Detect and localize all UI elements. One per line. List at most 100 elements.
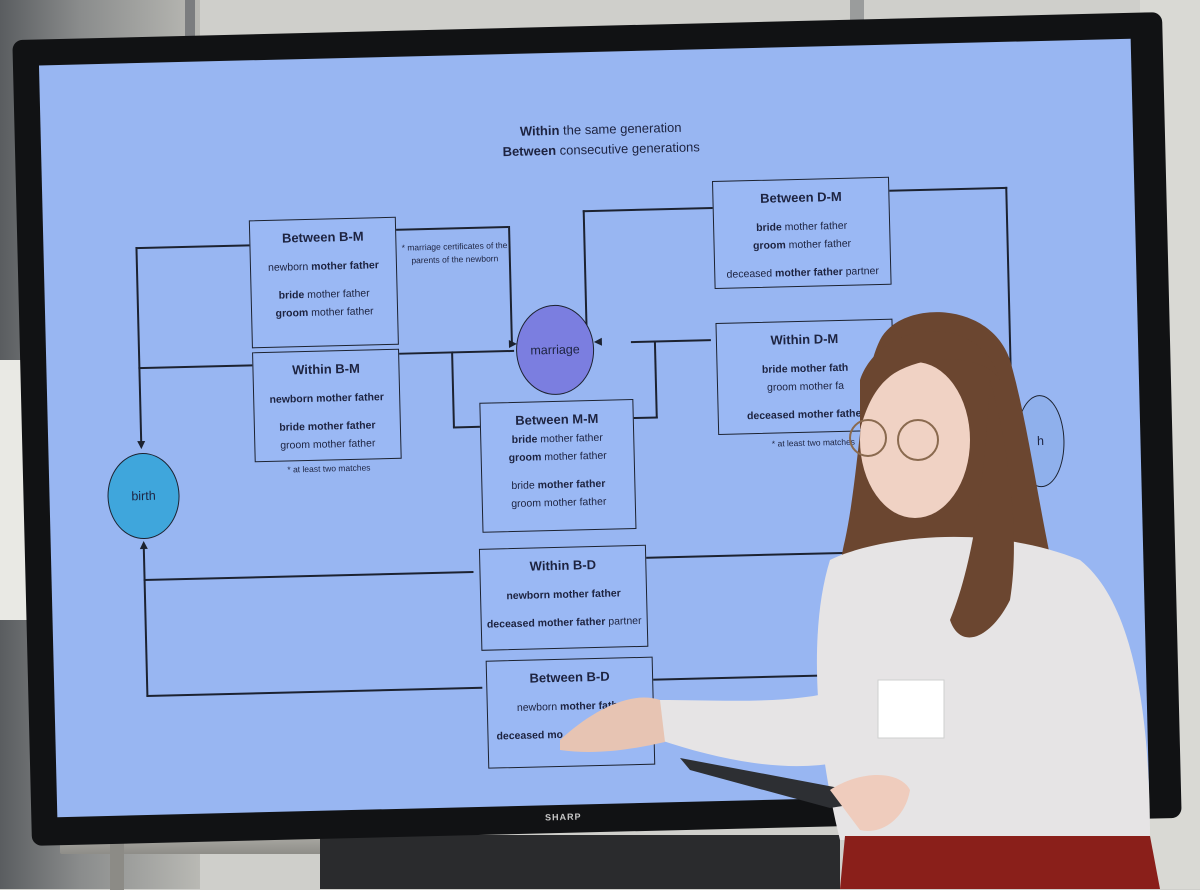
box-between-dm: Between D-M bride mother father groom mo… bbox=[712, 176, 892, 290]
cell: father bbox=[346, 305, 374, 319]
arrow-down-icon bbox=[137, 440, 146, 450]
cell: bride bbox=[511, 479, 535, 493]
note-two-matches-left: * at least two matches bbox=[287, 462, 371, 475]
cell: father bbox=[579, 449, 607, 463]
cell: groom bbox=[508, 451, 542, 465]
connector-line bbox=[142, 547, 149, 698]
cell: mother bbox=[788, 238, 822, 252]
marriage-node-label: marriage bbox=[530, 342, 580, 358]
cell: father bbox=[824, 237, 852, 251]
connector-line bbox=[630, 339, 711, 344]
connector-line bbox=[451, 351, 455, 428]
cell: mother bbox=[316, 391, 352, 405]
cell: groom bbox=[752, 239, 786, 253]
box-row: deceased mo bbox=[488, 727, 653, 743]
box-within-bd: Within B-D newborn mother father decease… bbox=[478, 544, 649, 651]
connector-line bbox=[143, 570, 474, 582]
cell: mother bbox=[540, 432, 574, 446]
cell: bride bbox=[279, 421, 306, 434]
cell: newborn bbox=[269, 392, 314, 406]
cell: partner bbox=[845, 264, 880, 278]
tv-brand-logo: SHARP bbox=[544, 811, 582, 823]
box-row: groom mother father bbox=[252, 305, 397, 321]
connector-line bbox=[452, 425, 481, 429]
cell: mother bbox=[544, 450, 578, 464]
box-within-bm: Within B-M newborn mother father bride m… bbox=[252, 348, 402, 463]
cell: mother bbox=[784, 220, 818, 234]
cell: fa bbox=[835, 379, 845, 393]
cell: deceased mo bbox=[496, 728, 564, 743]
cell: mother bbox=[799, 380, 833, 393]
connector-line bbox=[135, 247, 143, 448]
cell: father bbox=[342, 287, 370, 301]
cell: mother father bbox=[774, 265, 843, 280]
connector-line bbox=[650, 673, 851, 681]
connector-line bbox=[632, 416, 658, 420]
cell: father bbox=[576, 477, 606, 491]
note-two-matches-right: * at least two matches bbox=[771, 436, 856, 449]
death-node: h bbox=[1015, 394, 1066, 488]
box-row: bride mother father bbox=[255, 419, 400, 435]
cell: father bbox=[579, 495, 607, 509]
box-within-dm: Within D-M bride mother fath groom mothe… bbox=[715, 318, 896, 435]
note-marriage-certificates: * marriage certificates of the parents o… bbox=[401, 240, 508, 266]
cell: deceased bbox=[726, 267, 773, 281]
title-line-1-rest: the same generation bbox=[559, 119, 682, 138]
box-between-mm: Between M-M bride mother father groom mo… bbox=[479, 399, 637, 533]
box-row: deceased mother father bbox=[719, 407, 894, 423]
cell: mother bbox=[307, 420, 344, 433]
marriage-node: marriage bbox=[514, 303, 596, 396]
connector-line bbox=[135, 244, 250, 250]
box-row: deceased mother father partner bbox=[482, 615, 647, 631]
cell: father bbox=[354, 391, 385, 404]
cell: father bbox=[349, 259, 380, 272]
cell: groom bbox=[766, 381, 797, 394]
cell: father bbox=[820, 219, 848, 233]
connector-line bbox=[138, 364, 253, 370]
cell: newborn bbox=[516, 700, 558, 714]
connector-line bbox=[1005, 186, 1013, 392]
box-row: bride mother father bbox=[481, 431, 633, 447]
connector-line bbox=[396, 349, 515, 355]
cell: father bbox=[346, 419, 376, 433]
cell: newborn bbox=[267, 260, 312, 274]
box-row: groom mother father bbox=[483, 495, 635, 511]
box-between-bd: Between B-D newborn mother fathe decease… bbox=[485, 656, 656, 769]
box-row: bride mother father bbox=[714, 219, 889, 235]
cell: bride bbox=[278, 289, 305, 302]
tv-stand-leg bbox=[110, 830, 124, 890]
cell: father bbox=[575, 431, 603, 445]
title-line-2-bold: Between bbox=[502, 142, 557, 160]
box-row: bride mother fath bbox=[717, 361, 892, 377]
cell: mother fathe bbox=[559, 699, 624, 713]
cell: mother bbox=[311, 306, 344, 319]
cell: mother bbox=[537, 478, 574, 492]
arrow-down-icon bbox=[1007, 387, 1016, 396]
connector-line bbox=[582, 207, 713, 213]
cell: bride bbox=[761, 363, 788, 376]
tv-stand-base bbox=[320, 835, 840, 889]
connector-line bbox=[653, 340, 658, 419]
slide-title: Within the same generation Between conse… bbox=[421, 115, 782, 164]
arrow-up-icon bbox=[139, 540, 148, 550]
title-line-2-rest: consecutive generations bbox=[555, 139, 700, 158]
cell: father bbox=[348, 437, 376, 451]
cell: groom bbox=[511, 497, 542, 511]
cell: deceased mother father bbox=[746, 407, 866, 423]
cell: partner bbox=[608, 614, 642, 628]
connector-line bbox=[887, 186, 1008, 192]
tv-screen: Within the same generation Between conse… bbox=[38, 38, 1150, 818]
cell: fath bbox=[828, 361, 849, 375]
box-row: bride mother father bbox=[252, 287, 397, 303]
cell: mother bbox=[312, 438, 346, 451]
birth-node-label: birth bbox=[131, 488, 156, 504]
connector-line bbox=[146, 686, 483, 698]
cell: groom bbox=[275, 306, 309, 320]
cell: bride bbox=[755, 221, 782, 234]
box-row: deceased mother father partner bbox=[715, 265, 890, 281]
birth-node: birth bbox=[106, 452, 181, 540]
box-between-bm: Between B-M newborn mother father bride … bbox=[248, 216, 399, 349]
title-line-1-bold: Within bbox=[519, 122, 560, 139]
connector-line bbox=[393, 226, 509, 231]
cell: mother bbox=[311, 259, 347, 273]
